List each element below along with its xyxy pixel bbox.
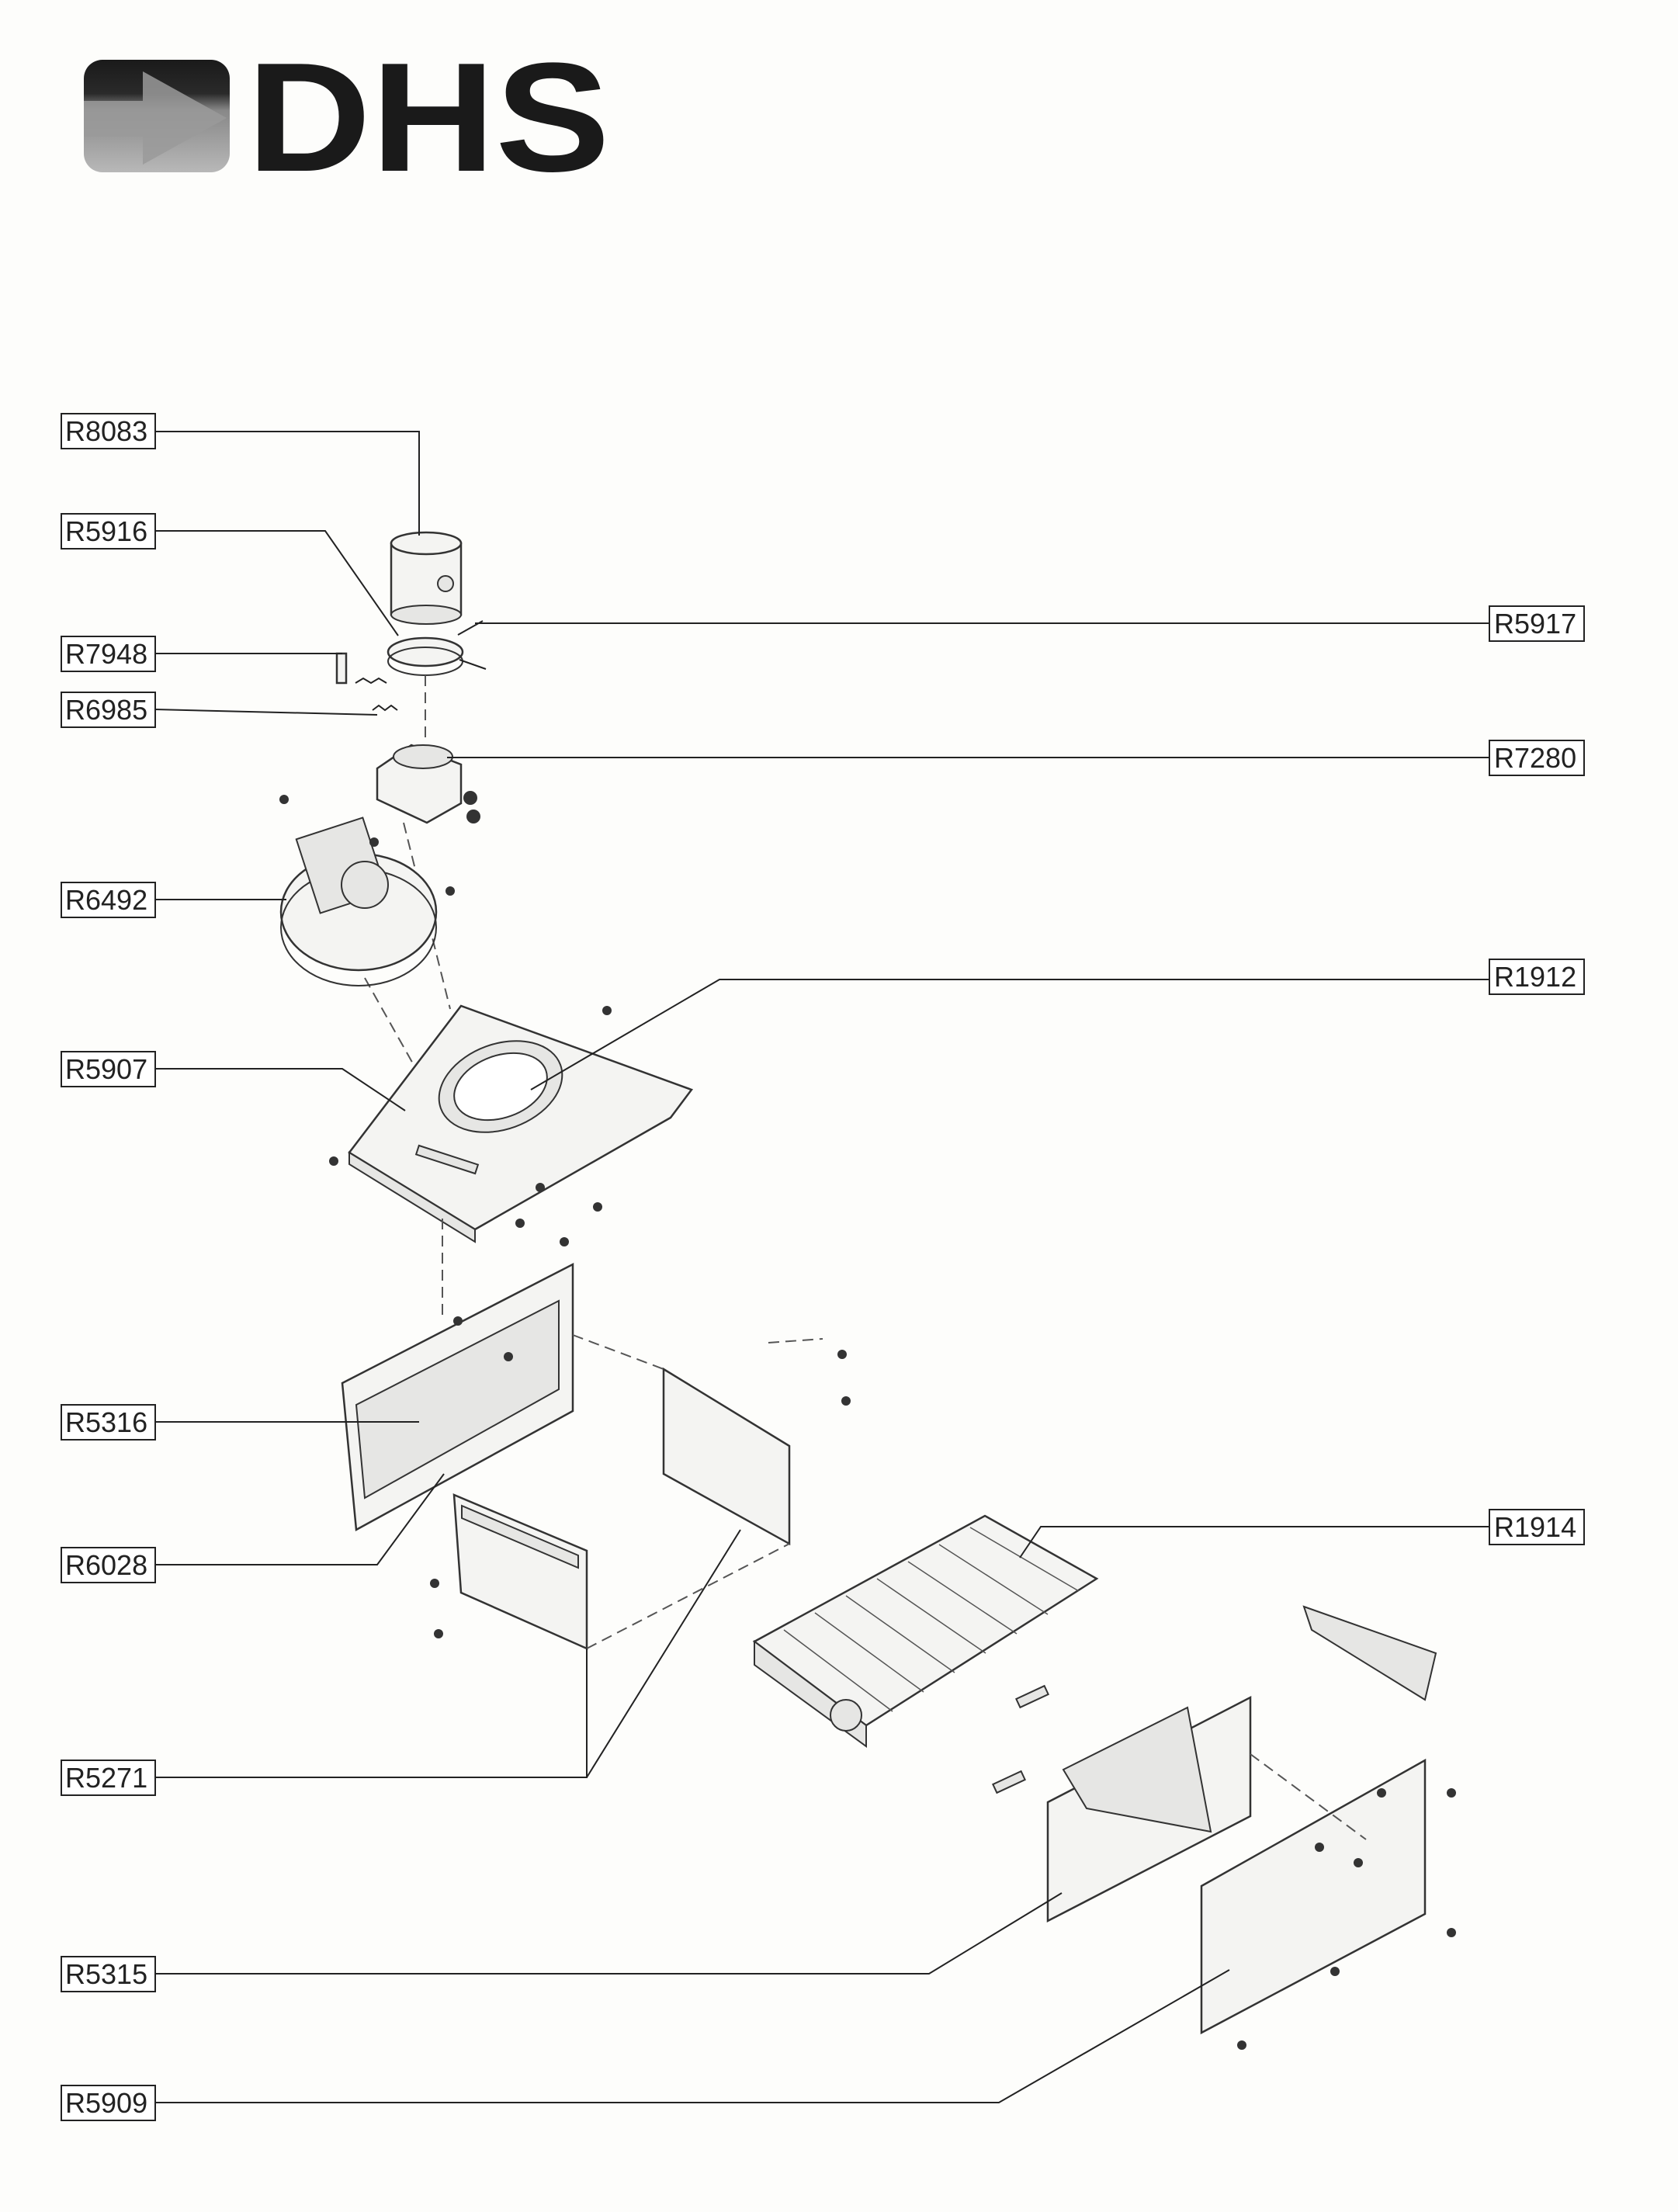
mounting-bracket-part [1200, 1605, 1456, 2050]
part-label: R5916 [61, 513, 156, 550]
logo-text: DHS [247, 31, 610, 204]
part-number: R1914 [1494, 1511, 1576, 1543]
part-label: R7948 [61, 636, 156, 672]
bracket-part [335, 652, 398, 712]
part-label: R6028 [61, 1547, 156, 1583]
part-label: R1914 [1489, 1509, 1585, 1545]
side-panel-part [662, 1350, 851, 1546]
part-label: R1912 [1489, 959, 1585, 995]
leader-lines [154, 431, 1489, 2103]
part-number: R5909 [65, 2087, 147, 2119]
part-number: R5315 [65, 1958, 147, 1990]
part-number: R6985 [65, 694, 147, 726]
part-number: R6492 [65, 884, 147, 916]
part-label: R7280 [1489, 740, 1585, 776]
right-part-labels: R5917 R7280 R1912 R1914 [1489, 605, 1585, 1545]
part-number: R8083 [65, 415, 147, 447]
part-label: R8083 [61, 413, 156, 449]
clamp-ring-part [387, 620, 487, 676]
part-label: R6492 [61, 882, 156, 918]
part-number: R5907 [65, 1053, 147, 1085]
venturi-part [376, 744, 480, 824]
part-label: R5316 [61, 1404, 156, 1441]
heat-exchanger-part [752, 1514, 1099, 1748]
dhs-logo: DHS [84, 31, 610, 204]
part-number: R7948 [65, 638, 147, 670]
part-number: R5916 [65, 515, 147, 547]
fan-hood-part [329, 1004, 694, 1246]
part-number: R1912 [1494, 961, 1576, 993]
parts [279, 531, 1456, 2050]
part-label: R5271 [61, 1760, 156, 1796]
part-number: R7280 [1494, 742, 1576, 774]
left-part-labels: R8083 R5916 R7948 R6985 R6492 R5907 R531… [61, 413, 156, 2121]
logo-arrow [84, 71, 227, 165]
rear-panel-part [992, 1684, 1252, 1923]
blower-part [279, 795, 455, 986]
part-number: R5271 [65, 1762, 147, 1794]
lower-panel-part [430, 1493, 588, 1650]
part-label: R5909 [61, 2085, 156, 2121]
part-label: R5917 [1489, 605, 1585, 642]
part-label: R5907 [61, 1051, 156, 1087]
combustion-chamber-panel-part [341, 1262, 574, 1532]
part-number: R5316 [65, 1406, 147, 1438]
part-number: R6028 [65, 1549, 147, 1581]
flue-pipe-part [390, 531, 463, 625]
part-number: R5917 [1494, 608, 1576, 640]
part-label: R5315 [61, 1956, 156, 1992]
part-label: R6985 [61, 692, 156, 728]
